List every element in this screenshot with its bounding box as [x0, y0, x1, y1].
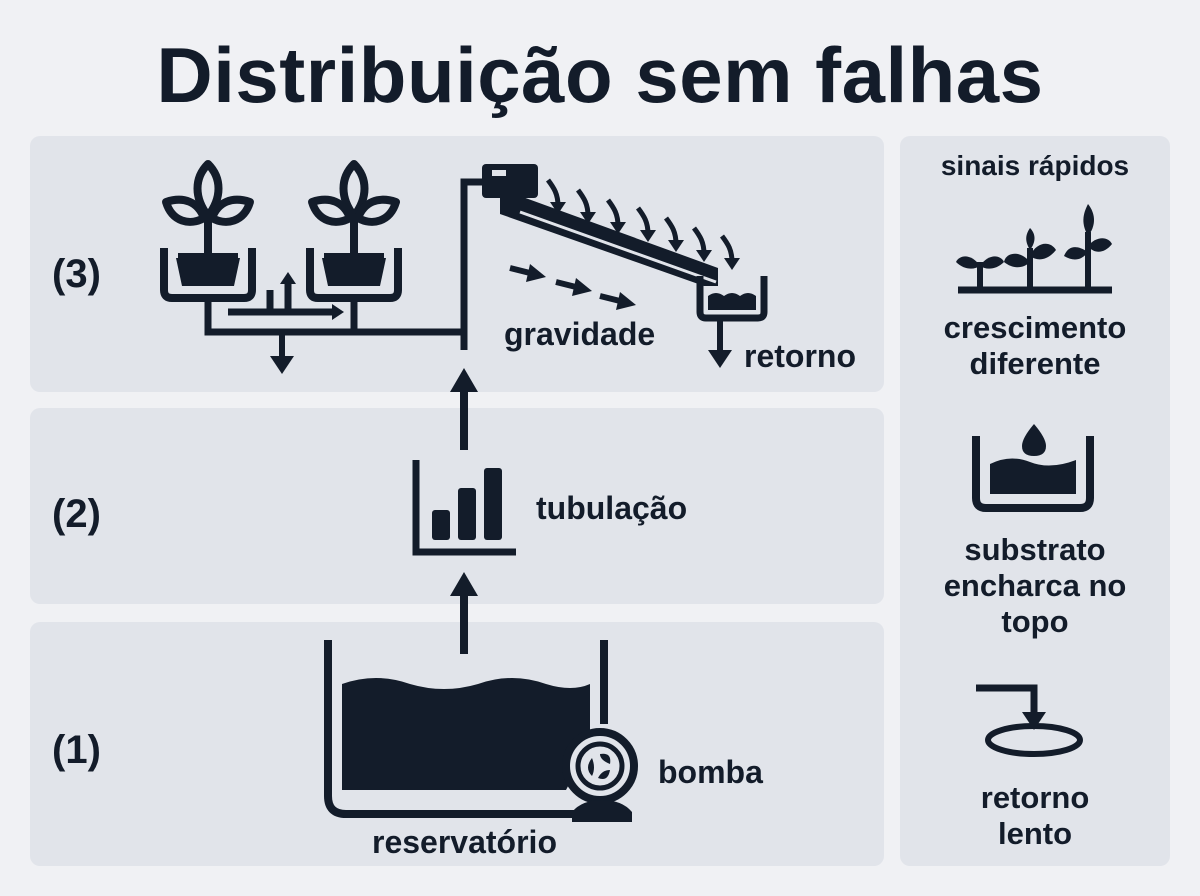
pipe-chart-icon — [412, 460, 516, 556]
stage-1-number: (1) — [52, 728, 101, 772]
return-arrow-icon — [708, 318, 732, 368]
gravity-channel — [500, 196, 718, 286]
seedlings-icon — [956, 204, 1112, 294]
header-tank-icon — [482, 164, 538, 198]
plant-pot-left-icon — [164, 164, 252, 298]
stage-3-number: (3) — [52, 252, 101, 296]
flow-up-arrow-upper-icon — [450, 368, 478, 450]
slow-return-icon — [976, 684, 1083, 757]
drain-arrow-icon — [270, 332, 294, 374]
gravity-arrows-icon — [510, 264, 636, 310]
gravity-label: gravidade — [504, 316, 656, 352]
return-label: retorno — [744, 338, 856, 374]
signal-substrate-label: substrato encharca no topo — [943, 532, 1127, 639]
reservoir-label: reservatório — [372, 824, 557, 860]
stage-2-panel — [30, 408, 884, 604]
page-title: Distribuição sem falhas — [156, 31, 1044, 119]
sidebar-title: sinais rápidos — [940, 150, 1130, 181]
stage-3-panel — [30, 136, 884, 392]
signal-growth-label: crescimento diferente — [943, 310, 1127, 381]
stage-2-number: (2) — [52, 492, 101, 536]
soaked-substrate-icon — [972, 424, 1094, 512]
manifold-arrow-up-icon — [280, 272, 296, 284]
plant-pot-right-icon — [310, 164, 398, 298]
flow-up-arrow-lower-icon — [450, 572, 478, 654]
pump-icon — [562, 728, 638, 822]
return-tray-icon — [696, 276, 768, 322]
pipe-label: tubulação — [536, 490, 688, 526]
signal-return-label: retorno lento — [980, 780, 1090, 851]
pump-label: bomba — [658, 754, 763, 790]
manifold-arrow-right-icon — [332, 304, 344, 320]
reservoir-tank-icon — [324, 640, 608, 818]
